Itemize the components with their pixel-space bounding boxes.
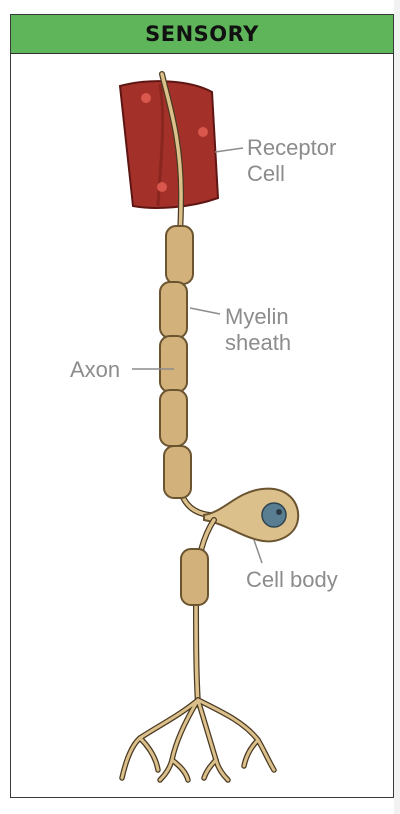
receptor-granule [198, 127, 208, 137]
myelin-segment [165, 225, 194, 285]
nucleus [261, 502, 287, 528]
myelin-segment-lower [180, 548, 209, 606]
receptor-label-line1: Receptor [247, 135, 336, 160]
central-process [180, 517, 217, 708]
myelin-label-line1: Myelin [225, 304, 289, 329]
cell-body-leader-line [253, 539, 263, 564]
receptor-label-line2: Cell [247, 161, 285, 186]
receptor-cell [118, 80, 220, 209]
panel-title: SENSORY [145, 22, 259, 46]
myelin-segment [159, 281, 188, 339]
myelin-sheath [159, 225, 194, 499]
cell-body-label: Cell body [246, 567, 338, 592]
receptor-leader-line [214, 147, 244, 153]
myelin-label-line2: sheath [225, 330, 291, 355]
axon-terminals [119, 697, 277, 783]
myelin-segment [159, 389, 188, 447]
leader-lines [132, 147, 263, 564]
right-edge-strip [394, 0, 400, 814]
axon-label: Axon [70, 357, 120, 382]
myelin-leader-line [189, 307, 221, 315]
myelin-segment [159, 335, 188, 393]
cell-body [203, 487, 300, 543]
panel-header: SENSORY [10, 14, 394, 54]
nucleolus [276, 509, 282, 515]
myelin-segment [163, 445, 192, 499]
receptor-granule [157, 182, 167, 192]
receptor-granule [141, 93, 151, 103]
